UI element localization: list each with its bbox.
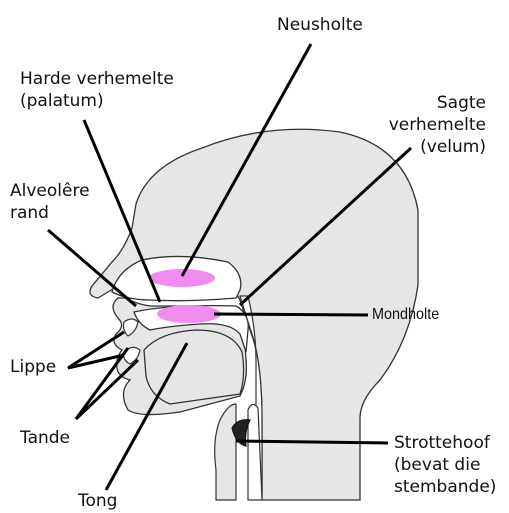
- label-nasal-cavity: Neusholte: [277, 14, 363, 36]
- leader-line-oral-cavity: [214, 314, 368, 315]
- label-soft-palate: Sagte verhemelte (velum): [380, 92, 486, 158]
- leader-line-larynx: [236, 441, 388, 443]
- label-lips: Lippe: [10, 356, 56, 378]
- trachea-shape: [215, 404, 236, 500]
- oral-cavity-highlight: [157, 305, 221, 323]
- label-hard-palate: Harde verhemelte (palatum): [20, 68, 174, 112]
- label-larynx: Strottehoof (bevat die stembande): [394, 432, 496, 498]
- nasal-cavity-highlight: [149, 269, 215, 287]
- label-alveolar-ridge: Alveolêre rand: [10, 180, 90, 224]
- label-teeth: Tande: [20, 427, 70, 449]
- label-tongue: Tong: [78, 490, 117, 512]
- label-oral-cavity: Mondholte: [372, 304, 439, 326]
